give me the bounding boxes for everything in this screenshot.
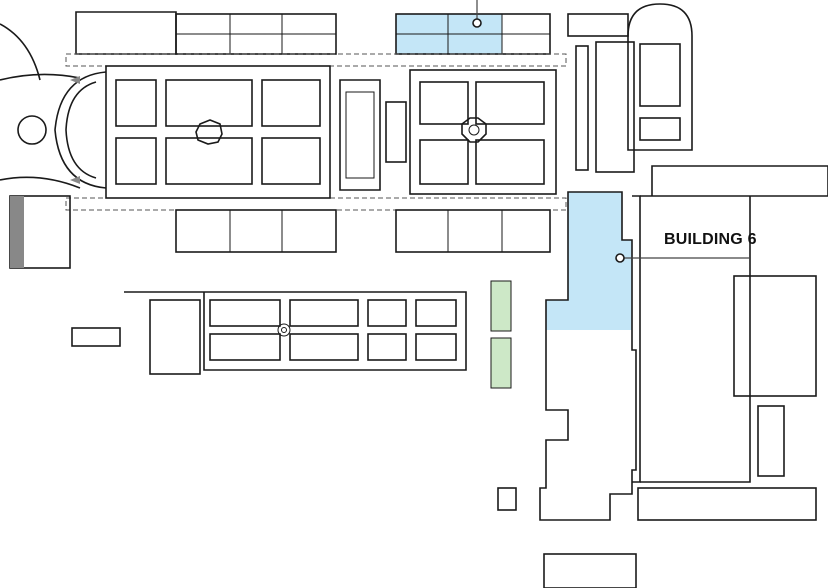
building-6-label: BUILDING 6 [664, 231, 757, 248]
corridors [65, 53, 567, 211]
entrance-roads [0, 23, 107, 189]
arrow-icon [70, 76, 80, 84]
building-6-marker[interactable] [615, 253, 625, 263]
green-area-south [490, 337, 512, 389]
green-areas [490, 280, 512, 389]
fountain-east [461, 117, 487, 143]
west-terrace [9, 195, 71, 269]
fountain-west [195, 119, 223, 145]
east-annex [567, 3, 693, 173]
west-quad [105, 65, 331, 199]
roundabout [17, 115, 47, 145]
south-quad [71, 291, 467, 375]
callouts [472, 0, 750, 263]
arrow-icon [70, 176, 80, 184]
highlight-building-6[interactable] [546, 192, 632, 330]
south-buildings [175, 209, 551, 253]
building-6 [539, 165, 828, 521]
central-building [339, 79, 407, 191]
north-buildings [75, 11, 551, 55]
green-area-north [490, 280, 512, 332]
misc-blocks [497, 487, 637, 588]
east-quad [409, 69, 557, 195]
north-building-marker[interactable] [472, 18, 482, 28]
